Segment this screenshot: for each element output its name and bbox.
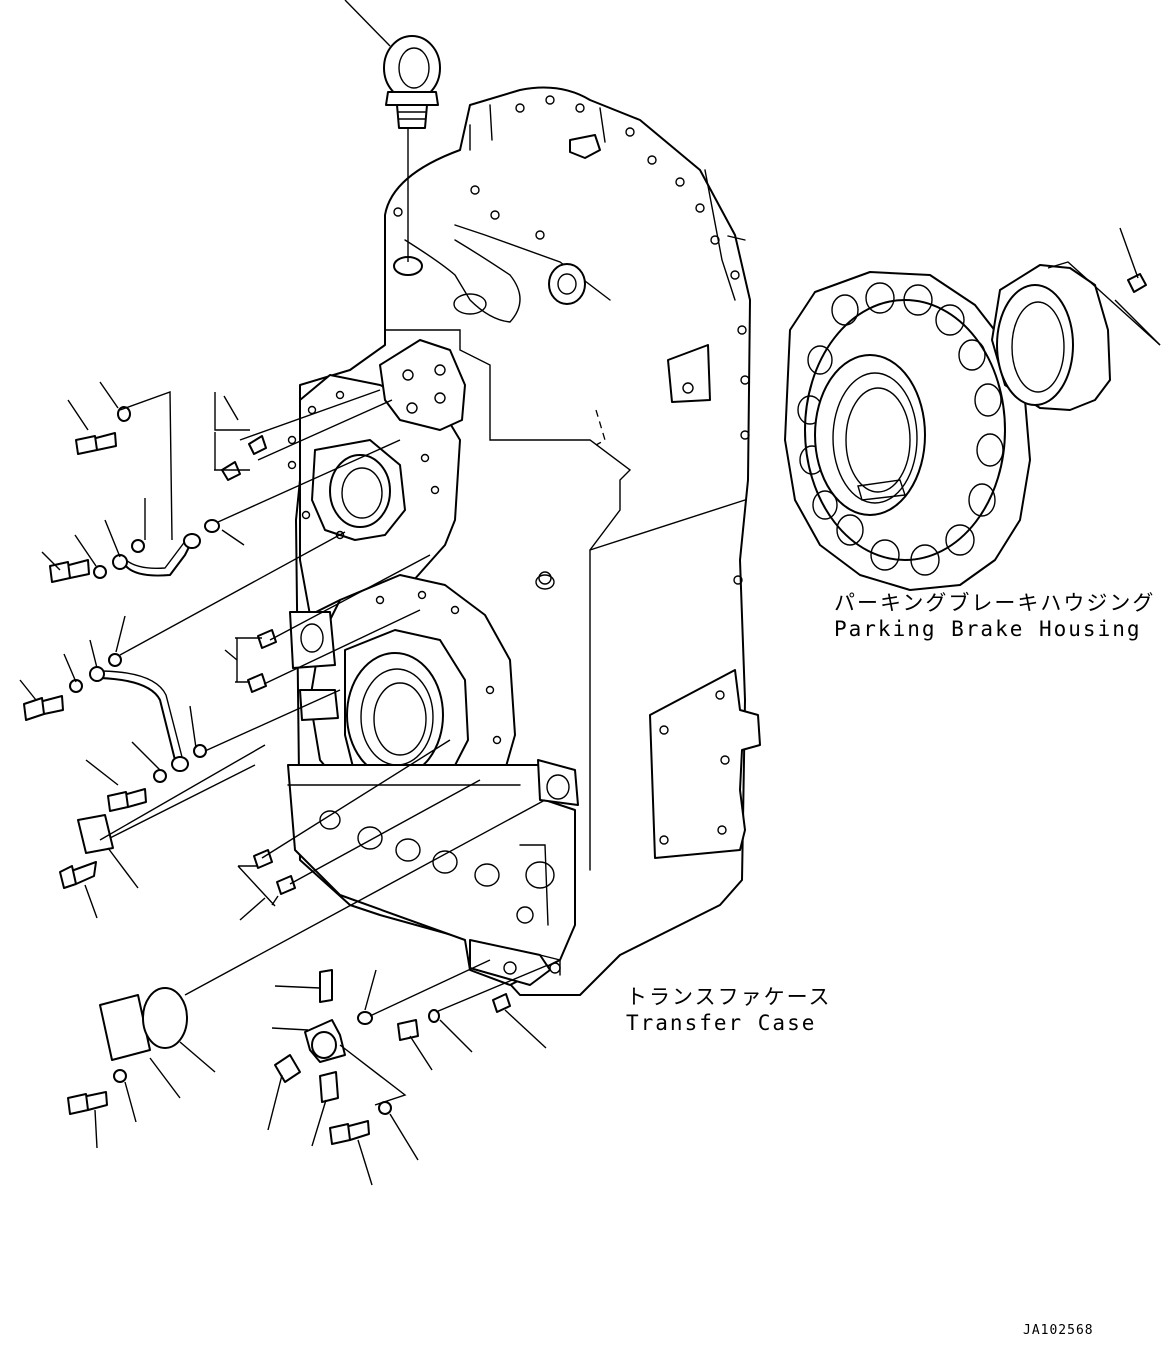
transfer-case-label-en: Transfer Case xyxy=(626,1011,816,1035)
drawing-code: JA102568 xyxy=(1023,1323,1094,1338)
transfer-case-label-jp: トランスファケース xyxy=(626,985,832,1009)
pipe-upper xyxy=(112,533,201,577)
eye-bolt xyxy=(344,0,441,262)
bottom-fittings xyxy=(274,969,511,1145)
bearing-cage xyxy=(991,227,1161,411)
leader-lines xyxy=(19,381,549,1186)
pipe-lower xyxy=(89,666,189,772)
transfer-case xyxy=(287,86,761,996)
rim-bolt-holes xyxy=(393,95,750,585)
parking-brake-label-en: Parking Brake Housing xyxy=(834,617,1142,641)
parking-brake-housing xyxy=(784,271,1031,591)
left-bolts xyxy=(23,406,220,1115)
parking-brake-label-jp: パーキングブレーキハウジング xyxy=(834,591,1155,615)
cap-screws xyxy=(221,435,296,895)
